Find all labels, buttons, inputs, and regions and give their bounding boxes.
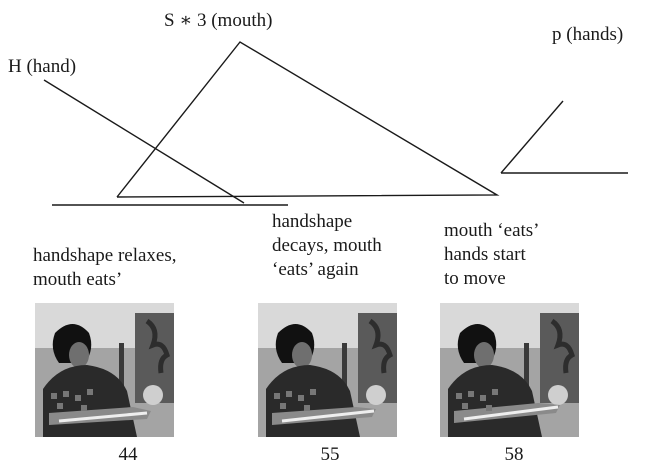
label-h-hand: H (hand) <box>8 56 77 77</box>
caption-line: hands start <box>444 244 526 265</box>
label-s3-mouth: S ∗ 3 (mouth) <box>164 10 273 31</box>
frame-44-number: 44 <box>118 444 138 465</box>
frame-58-number: 58 <box>504 444 524 465</box>
frame-55-caption: handshape decays, mouth ‘eats’ again <box>272 210 382 282</box>
p-hands-rise <box>500 100 564 174</box>
frame-44-caption: handshape relaxes, mouth eats’ <box>33 244 177 292</box>
video-frame-55 <box>258 303 397 437</box>
caption-line: mouth ‘eats’ <box>444 220 540 241</box>
caption-line: handshape relaxes, <box>33 245 177 266</box>
caption-line: ‘eats’ again <box>272 259 359 280</box>
frame-58-caption: mouth ‘eats’ hands start to move <box>444 219 540 291</box>
caption-line: mouth eats’ <box>33 269 123 290</box>
video-frame-58 <box>440 303 579 437</box>
h-hand-line <box>43 79 245 204</box>
video-frame-44 <box>35 303 174 437</box>
frame-55-number: 55 <box>320 444 340 465</box>
s3-mouth-triangle <box>116 41 500 198</box>
timing-lines <box>43 41 628 206</box>
caption-line: decays, mouth <box>272 235 382 256</box>
caption-line: handshape <box>272 211 353 232</box>
caption-line: to move <box>444 268 506 289</box>
label-p-hands: p (hands) <box>552 24 624 45</box>
